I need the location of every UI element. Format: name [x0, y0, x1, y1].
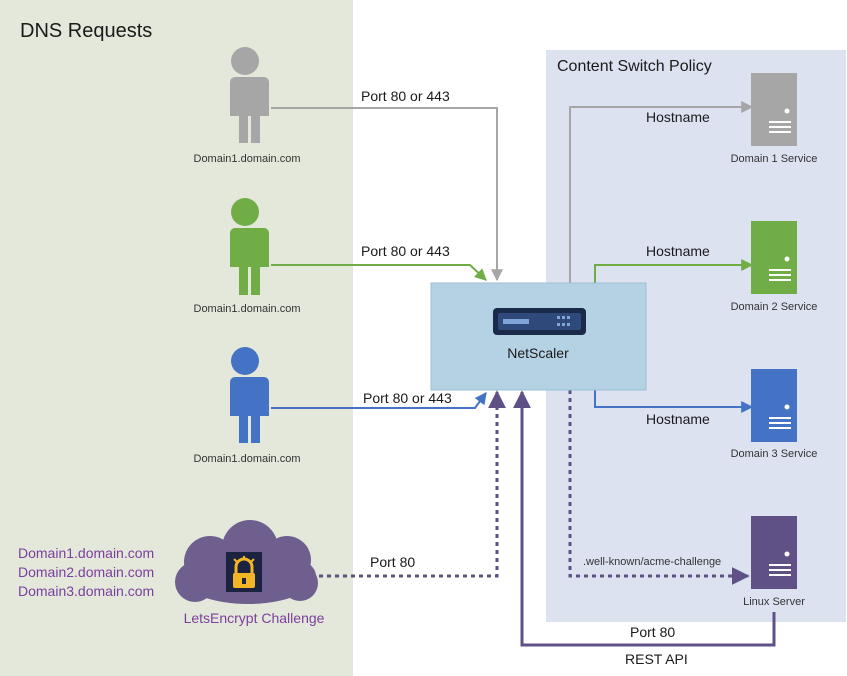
user1-label: Domain1.domain.com — [194, 153, 301, 165]
hostname2-label: Hostname — [646, 243, 710, 259]
letsencrypt-lock-icon — [226, 552, 262, 592]
netscaler-to-linux-acme-line — [568, 390, 750, 585]
challenge-domain-2: Domain2.domain.com — [18, 564, 154, 580]
netscaler-appliance-icon — [493, 308, 586, 335]
domain3-server-icon — [751, 369, 797, 442]
user-domain1-green-icon — [226, 198, 269, 295]
challenge-port-label: Port 80 — [370, 554, 415, 570]
domain3-service-label: Domain 3 Service — [731, 448, 818, 460]
netscaler-to-domain2-line — [594, 259, 754, 283]
challenge-domain-1: Domain1.domain.com — [18, 545, 154, 561]
challenge-domain-3: Domain3.domain.com — [18, 583, 154, 599]
domain2-server-icon — [751, 221, 797, 294]
hostname1-label: Hostname — [646, 109, 710, 125]
user3-to-netscaler-line — [271, 392, 487, 409]
netscaler-to-domain3-line — [594, 390, 754, 413]
netscaler-to-domain1-line — [569, 101, 754, 283]
user1-to-netscaler-line — [271, 107, 503, 282]
linux-to-netscaler-api-line — [513, 390, 776, 647]
letsencrypt-challenge-label: LetsEncrypt Challenge — [184, 610, 325, 626]
api-port-label: Port 80 — [630, 624, 675, 640]
challenge-to-netscaler-line — [319, 390, 506, 578]
letsencrypt-cloud-icon — [175, 520, 318, 604]
user-domain1-gray-icon — [226, 47, 269, 143]
domain1-service-label: Domain 1 Service — [731, 153, 818, 165]
user3-label: Domain1.domain.com — [194, 453, 301, 465]
netscaler-box — [430, 282, 647, 391]
netscaler-label: NetScaler — [507, 345, 569, 361]
acme-path-label: .well-known/acme-challenge — [583, 556, 721, 568]
domain2-service-label: Domain 2 Service — [731, 301, 818, 313]
user2-port-label: Port 80 or 443 — [361, 243, 450, 259]
linux-server-icon — [751, 516, 797, 589]
user3-port-label: Port 80 or 443 — [363, 390, 452, 406]
user1-port-label: Port 80 or 443 — [361, 88, 450, 104]
user2-to-netscaler-line — [271, 264, 487, 281]
linux-server-label: Linux Server — [743, 596, 805, 608]
hostname3-label: Hostname — [646, 411, 710, 427]
domain1-server-icon — [751, 73, 797, 146]
api-label: REST API — [625, 651, 688, 667]
content-switch-policy-title: Content Switch Policy — [557, 58, 712, 75]
dns-requests-title: DNS Requests — [20, 20, 152, 42]
user2-label: Domain1.domain.com — [194, 303, 301, 315]
user-domain1-blue-icon — [226, 347, 269, 443]
